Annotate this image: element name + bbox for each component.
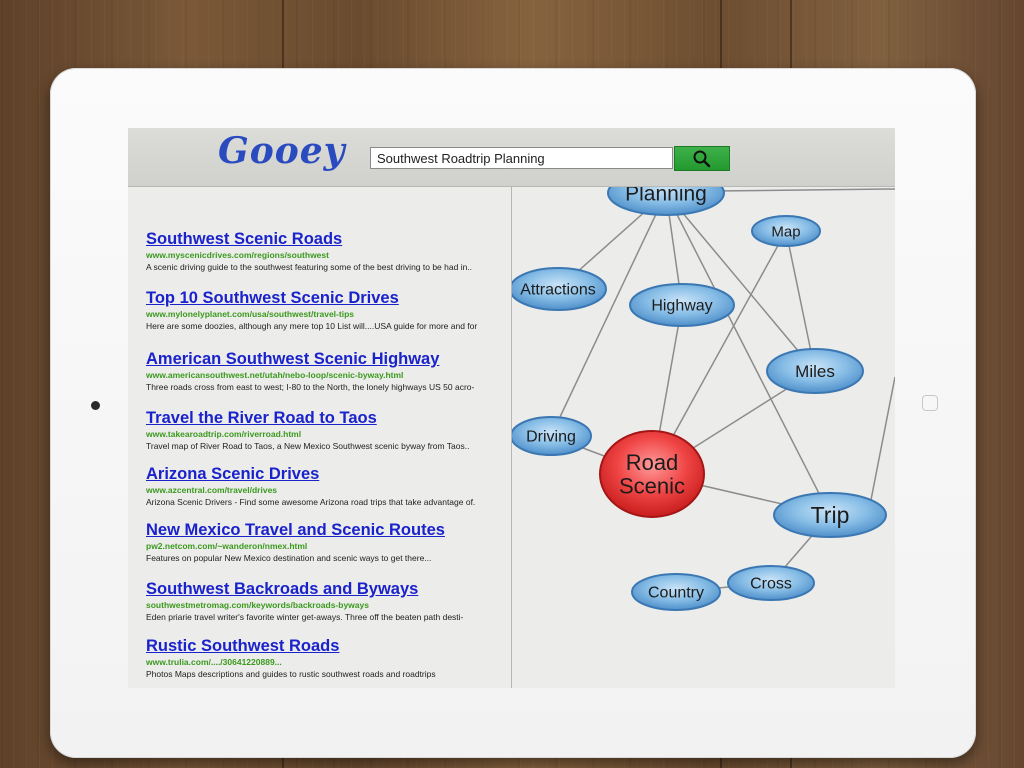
result-title-link[interactable]: New Mexico Travel and Scenic Routes — [146, 521, 445, 539]
graph-node-bubble — [773, 492, 887, 538]
result-url[interactable]: www.trulia.com/..../30641220889... — [146, 657, 282, 667]
graph-node-label: Highway — [651, 298, 712, 315]
result-snippet: Three roads cross from east to west; I-8… — [146, 382, 475, 392]
graph-node-bubble — [629, 283, 735, 327]
graph-edge — [665, 192, 831, 516]
search-button[interactable] — [674, 146, 730, 171]
result-title-link[interactable]: Southwest Backroads and Byways — [146, 580, 419, 598]
graph-edge — [651, 230, 787, 475]
graph-node-bubble — [512, 267, 607, 311]
graph-node-label: Trip — [811, 502, 850, 528]
search-result: Travel the River Road to Taos www.takear… — [146, 409, 506, 451]
graph-node-bubble — [751, 215, 821, 247]
search-result: Southwest Scenic Roads www.myscenicdrive… — [146, 230, 506, 272]
search-result: Southwest Backroads and Byways southwest… — [146, 580, 506, 622]
graph-node-bubble — [727, 565, 815, 601]
related-terms-graph: PlanningMapAttractionsHighwayMilesDrivin… — [512, 187, 895, 611]
result-url[interactable]: www.myscenicdrives.com/regions/southwest — [146, 250, 329, 260]
results-list: Southwest Scenic Roads www.myscenicdrive… — [128, 187, 511, 688]
graph-node-label: Cross — [750, 576, 792, 593]
search-result: Arizona Scenic Drives www.azcentral.com/… — [146, 465, 506, 507]
graph-node-label: Driving — [526, 429, 576, 446]
camera-icon — [91, 401, 100, 410]
graph-node-label: Map — [771, 223, 800, 240]
graph-edge — [665, 192, 816, 372]
graph-edge — [550, 192, 667, 437]
graph-node-map[interactable]: Map — [751, 215, 821, 247]
graph-node-bubble — [512, 416, 592, 456]
search-input[interactable] — [370, 147, 673, 169]
browser-screen: Gooey Southwest Scenic Roads www.mysceni… — [128, 128, 895, 688]
graph-node-label: Scenic — [619, 473, 685, 498]
result-url[interactable]: pw2.netcom.com/~wanderon/nmex.html — [146, 541, 308, 551]
graph-node-trip[interactable]: Trip — [773, 492, 887, 538]
result-url[interactable]: www.takearoadtrip.com/riverroad.html — [146, 429, 302, 439]
result-url[interactable]: www.azcentral.com/travel/drives — [146, 485, 278, 495]
result-title-link[interactable]: American Southwest Scenic Highway — [146, 350, 440, 368]
graph-node-label: Country — [648, 585, 704, 602]
graph-node-bubble — [631, 573, 721, 611]
result-title-link[interactable]: Arizona Scenic Drives — [146, 465, 320, 483]
search-result: American Southwest Scenic Highway www.am… — [146, 350, 506, 392]
result-title-link[interactable]: Rustic Southwest Roads — [146, 637, 340, 655]
result-snippet: Arizona Scenic Drivers - Find some aweso… — [146, 497, 476, 507]
search-result: Top 10 Southwest Scenic Drives www.mylon… — [146, 289, 506, 331]
graph-node-label: Miles — [795, 362, 835, 381]
graph-node-bubble — [599, 430, 705, 518]
graph-node-label: Attractions — [520, 282, 596, 299]
search-header: Gooey — [128, 128, 895, 187]
graph-node-miles[interactable]: Miles — [766, 348, 864, 394]
magnifier-icon — [693, 150, 711, 168]
result-snippet: Features on popular New Mexico destinati… — [146, 553, 432, 563]
graph-node-country[interactable]: Country — [631, 573, 721, 611]
result-snippet: Eden priarie travel writer's favorite wi… — [146, 612, 464, 622]
result-snippet: Photos Maps descriptions and guides to r… — [146, 669, 436, 679]
graph-edge — [715, 188, 895, 192]
result-title-link[interactable]: Southwest Scenic Roads — [146, 230, 343, 248]
graph-edge — [785, 230, 816, 372]
graph-node-highway[interactable]: Highway — [629, 283, 735, 327]
graph-node-planning[interactable]: Planning — [607, 187, 725, 216]
home-button[interactable] — [922, 395, 938, 411]
graph-node-attractions[interactable]: Attractions — [512, 267, 607, 311]
graph-node-driving[interactable]: Driving — [512, 416, 592, 456]
result-url[interactable]: www.americansouthwest.net/utah/nebo-loop… — [146, 370, 404, 380]
graph-node-cross[interactable]: Cross — [727, 565, 815, 601]
result-title-link[interactable]: Travel the River Road to Taos — [146, 409, 377, 427]
graph-node-label: Planning — [625, 187, 707, 205]
site-logo[interactable]: Gooey — [218, 130, 346, 172]
result-snippet: Travel map of River Road to Taos, a New … — [146, 441, 470, 451]
search-result: Rustic Southwest Roads www.trulia.com/..… — [146, 637, 506, 679]
result-title-link[interactable]: Top 10 Southwest Scenic Drives — [146, 289, 399, 307]
graph-edge — [869, 376, 895, 506]
search-result: New Mexico Travel and Scenic Routes pw2.… — [146, 521, 506, 563]
result-url[interactable]: www.mylonelyplanet.com/usa/southwest/tra… — [146, 309, 354, 319]
result-url[interactable]: southwestmetromag.com/keywords/backroads… — [146, 600, 369, 610]
graph-node-bubble — [766, 348, 864, 394]
graph-node-label: Road — [626, 450, 679, 475]
result-snippet: A scenic driving guide to the southwest … — [146, 262, 473, 272]
result-snippet: Here are some doozies, although any mere… — [146, 321, 478, 331]
graph-node-bubble — [607, 187, 725, 216]
